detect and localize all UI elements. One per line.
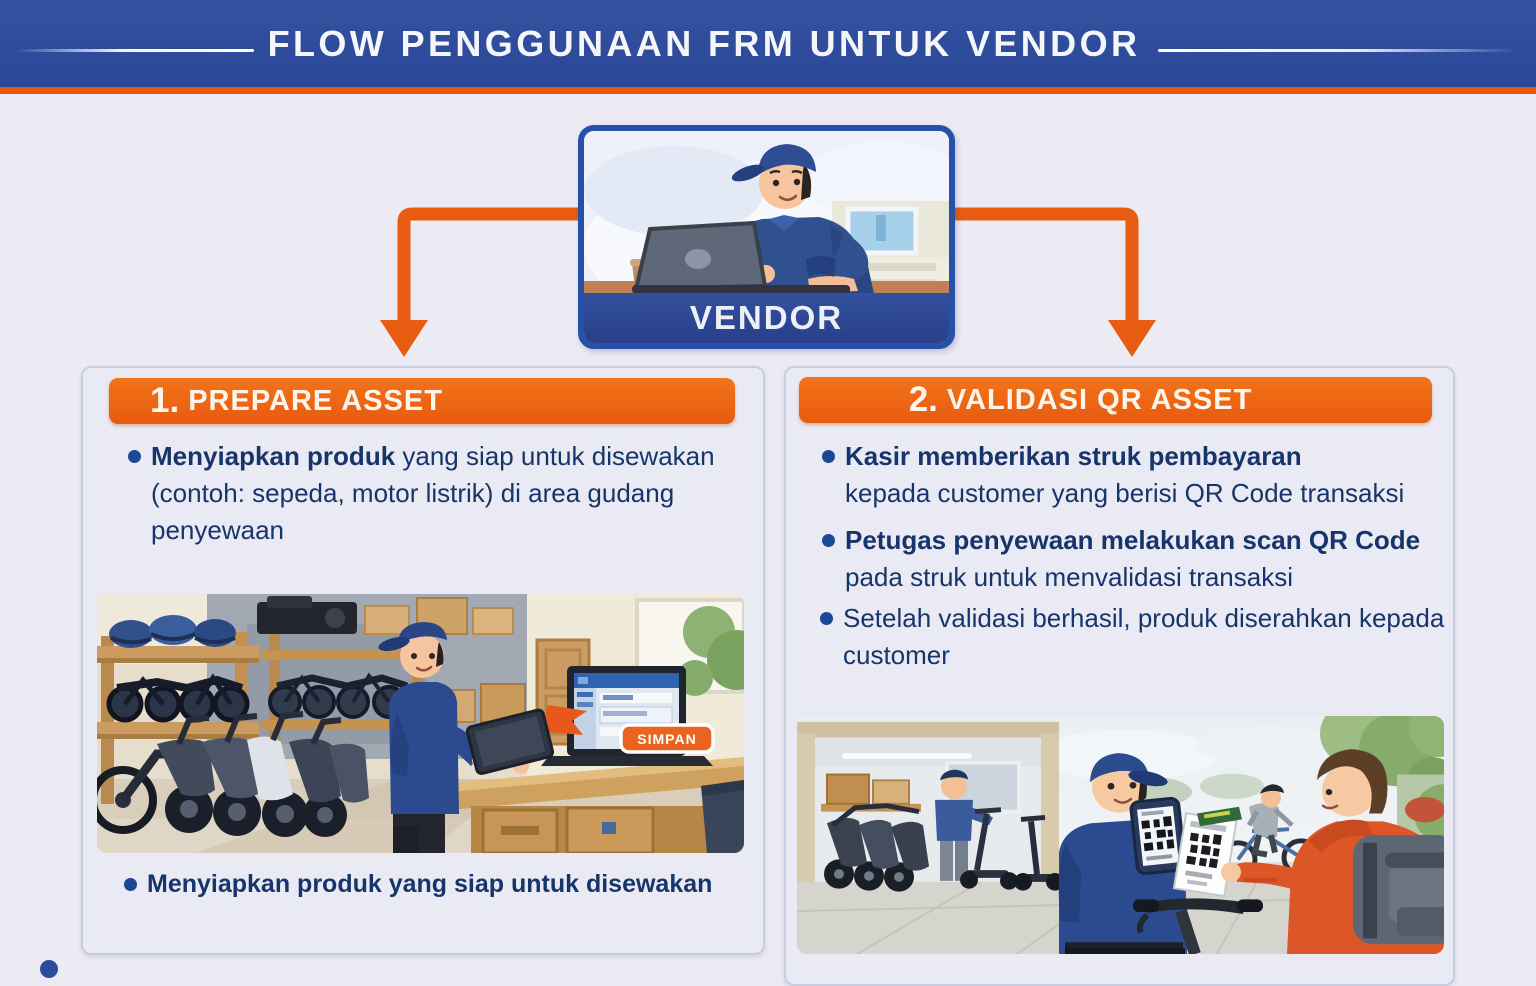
svg-text:SIMPAN: SIMPAN [637, 731, 696, 747]
